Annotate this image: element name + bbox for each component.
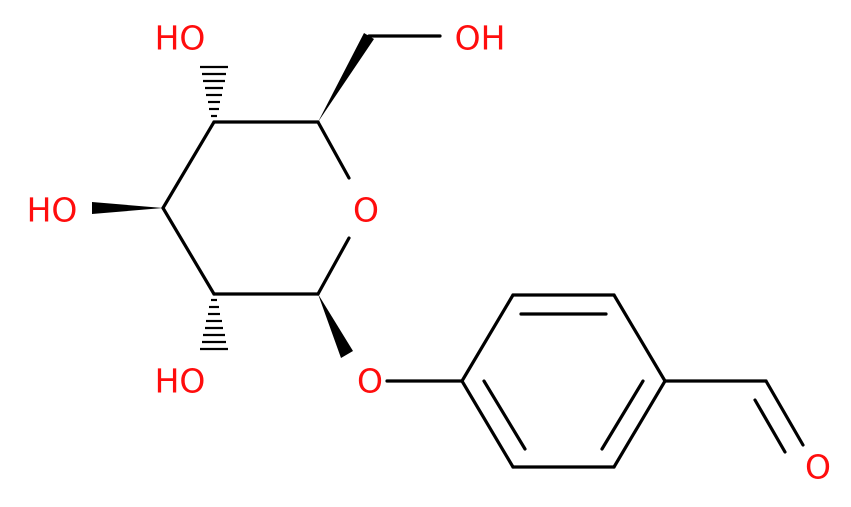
label-aldehyde-oxygen: O xyxy=(805,448,831,487)
label-oh-top-right: OH xyxy=(455,19,506,58)
bond-cho-double-inner xyxy=(753,398,787,454)
hashed-bond-c4-oh xyxy=(200,65,228,118)
hashed-bond-c2-oh xyxy=(200,298,228,351)
label-ho-bottom-left: HO xyxy=(155,362,206,401)
label-ho-left: HO xyxy=(27,191,78,230)
wedge-bond-c5-c6 xyxy=(318,33,374,122)
label-ho-top-left: HO xyxy=(155,19,206,58)
bond-cho-double-outer xyxy=(764,379,805,447)
label-ring-oxygen: O xyxy=(353,191,379,230)
wedge-bond-c1-ether xyxy=(318,294,353,358)
wedge-bond-c3-oh xyxy=(92,202,163,214)
bond-c5-ring-o xyxy=(316,120,351,180)
bond-ring-o-c1 xyxy=(316,236,351,296)
benzene-ring-bonds xyxy=(460,293,667,469)
sugar-ring-bonds xyxy=(161,120,351,296)
label-ether-oxygen: O xyxy=(357,362,383,401)
bond-c2-c3 xyxy=(161,206,216,296)
bond-c3-c4 xyxy=(161,120,216,210)
